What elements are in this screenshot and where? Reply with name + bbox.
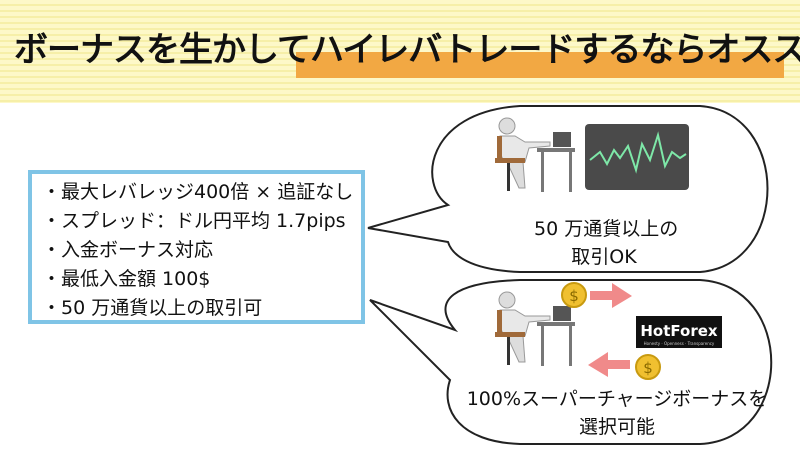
page-title: ボーナスを生かしてハイレバトレードするならオススメ [14,30,800,70]
arrow-right-icon [590,283,632,308]
coin-symbol: $ [643,359,653,377]
svg-text:HotForex: HotForex [640,322,718,340]
chart-monitor-icon [585,124,689,190]
title-highlight [296,52,784,78]
coin-symbol: $ [569,287,579,305]
spec-item-min-deposit: ・最低入金額 100$ [42,268,211,290]
hotforex-logo: HotForex Honesty · Openness · Transparen… [636,316,722,348]
trader-figure-icon [495,117,575,192]
svg-text:Honesty · Openness · Transpare: Honesty · Openness · Transparency [644,341,715,346]
spec-item-lot-size: ・50 万通貨以上の取引可 [42,297,263,319]
bubble-top-text-1: 50 万通貨以上の [534,218,679,240]
spec-list-box: ・最大レバレッジ400倍 × 追証なし ・スプレッド：ドル円平均 1.7pips… [28,170,365,324]
spec-item-spread: ・スプレッド：ドル円平均 1.7pips [42,210,346,232]
bubble-bottom-text-2: 選択可能 [578,416,655,438]
spec-item-leverage: ・最大レバレッジ400倍 × 追証なし [42,181,354,203]
coin-icon: $ [561,282,587,308]
arrow-left-icon [588,352,630,377]
bubble-top-text-2: 取引OK [571,246,637,268]
title-banner [0,0,800,103]
coin-icon: $ [635,354,661,380]
spec-item-deposit-bonus: ・入金ボーナス対応 [42,239,214,261]
trader-figure-icon [495,291,575,366]
bubble-bottom-text-1: 100%スーパーチャージボーナスを [466,388,768,410]
